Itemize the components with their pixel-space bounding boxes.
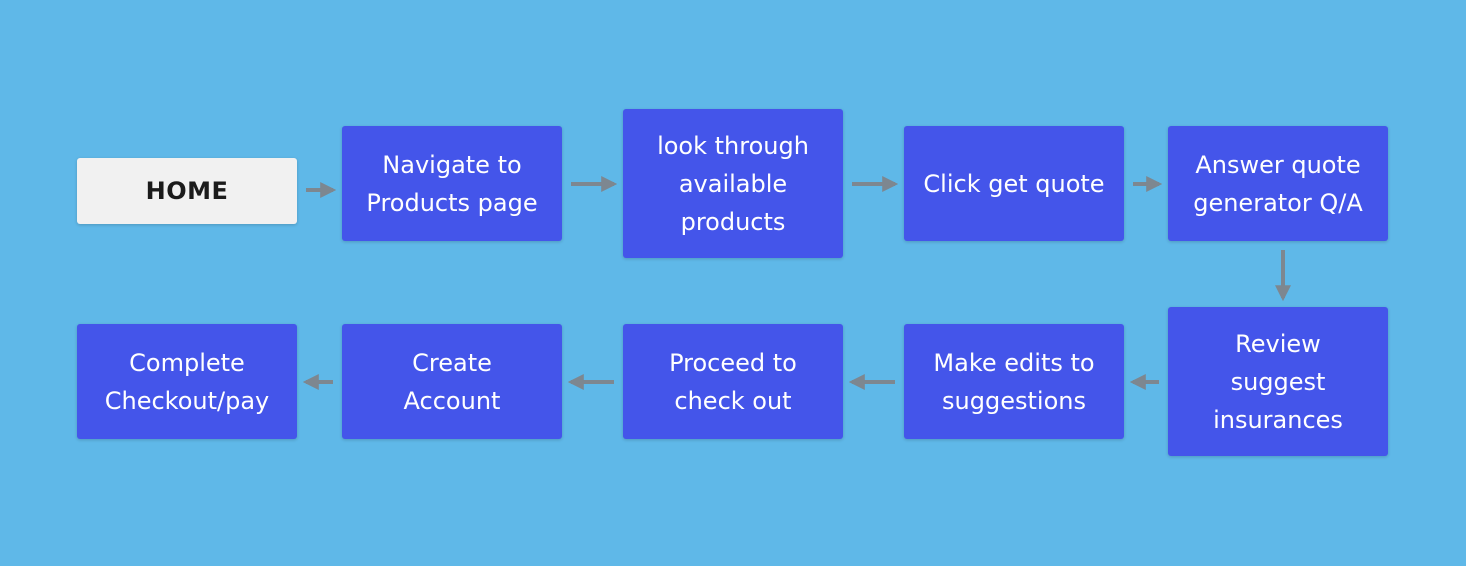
node-create-account-label: Create Account — [403, 348, 501, 415]
node-answer-quote-label: Answer quote generator Q/A — [1193, 150, 1363, 217]
node-answer-quote: Answer quote generator Q/A — [1168, 126, 1388, 241]
node-home: HOME — [77, 158, 297, 224]
node-make-edits: Make edits to suggestions — [904, 324, 1124, 439]
node-complete-checkout-label: Complete Checkout/pay — [104, 348, 270, 415]
node-proceed-checkout-label: Proceed to check out — [669, 348, 797, 415]
node-make-edits-label: Make edits to suggestions — [933, 348, 1095, 415]
node-review-suggestions: Review suggest insurances — [1168, 307, 1388, 456]
node-proceed-checkout: Proceed to check out — [623, 324, 843, 439]
node-review-suggestions-label: Review suggest insurances — [1213, 329, 1343, 434]
node-browse-products: look through available products — [623, 109, 843, 258]
node-browse-products-label: look through available products — [657, 131, 809, 236]
node-home-label: HOME — [145, 177, 229, 205]
node-navigate-products: Navigate to Products page — [342, 126, 562, 241]
node-navigate-products-label: Navigate to Products page — [366, 150, 538, 217]
node-click-get-quote: Click get quote — [904, 126, 1124, 241]
node-complete-checkout: Complete Checkout/pay — [77, 324, 297, 439]
node-click-get-quote-label: Click get quote — [923, 169, 1105, 198]
node-create-account: Create Account — [342, 324, 562, 439]
